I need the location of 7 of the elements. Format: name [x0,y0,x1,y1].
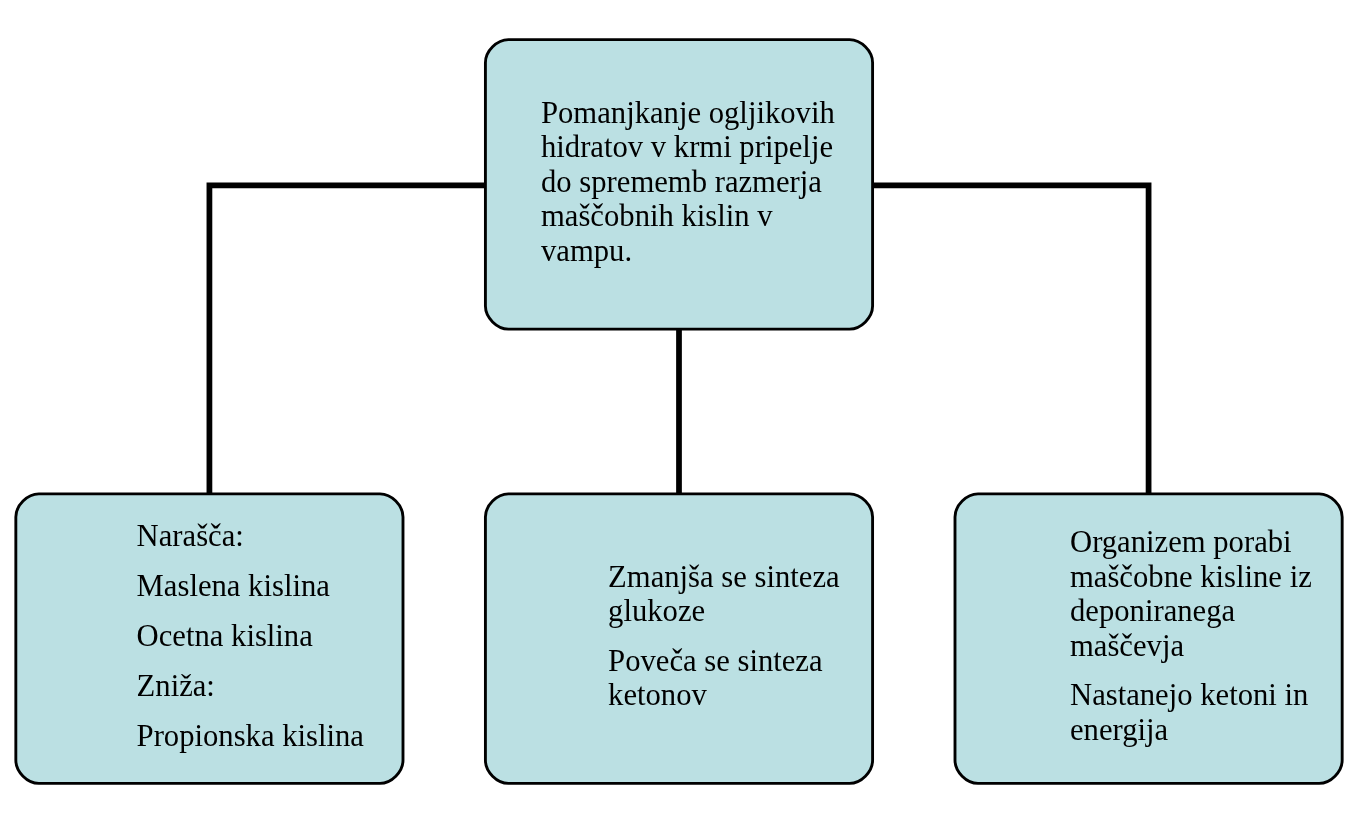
connector [206,181,486,493]
node-box: Pomanjkanje ogljikovih hidratov v krmi pripelje do sprememb razmerja maščobnih kislin v vampu. [484,37,875,330]
node-box: Narašča: Maslena kislina Ocetna kislina Zniža: Propionska kislina [14,492,405,785]
connector [872,181,1152,493]
node-box: Zmanjša se sinteza glukoze Poveča se sinteza ketonov [484,492,875,785]
connector [676,328,682,493]
node-box: Organizem porabi maščobne kisline iz deponiranega maščevja Nastanejo ketoni in energija [953,492,1344,785]
